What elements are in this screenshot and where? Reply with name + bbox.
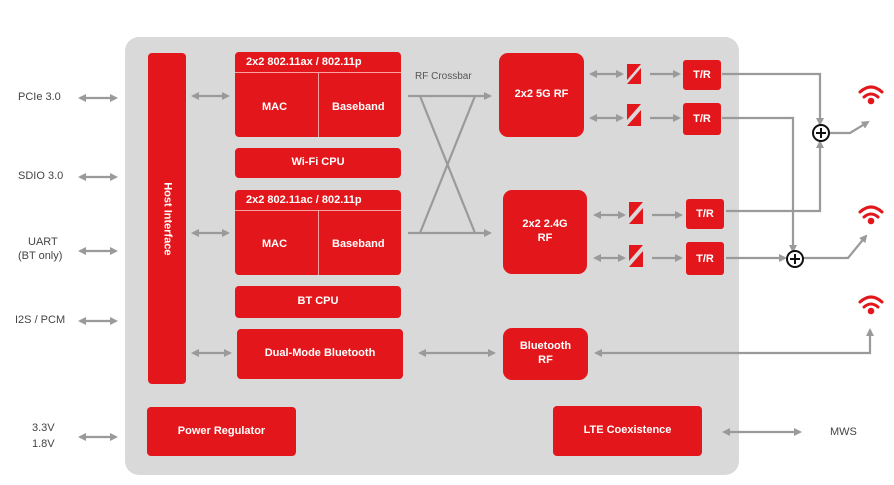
antenna-icon: [858, 85, 884, 315]
voltage-33-label: 3.3V: [32, 422, 55, 434]
uart-label: UART: [28, 236, 58, 248]
bt-cpu-block: BT CPU: [235, 286, 401, 318]
sdio-label: SDIO 3.0: [18, 170, 64, 182]
wifi-ax-title: 2x2 802.11ax / 802.11p: [246, 56, 362, 68]
mac-label: MAC: [262, 238, 288, 250]
mac-label: MAC: [262, 101, 288, 113]
rf-crossbar-label: RF Crossbar: [415, 71, 472, 82]
rf-5g-block: 2x2 5G RF: [499, 53, 584, 137]
baseband-label: Baseband: [332, 101, 385, 113]
amplifier-icon: [627, 64, 643, 267]
bluetooth-rf-block: Bluetooth RF: [503, 328, 588, 380]
i2s-label: I2S / PCM: [15, 314, 66, 326]
rf-24g-label: 2x2 2.4G: [522, 218, 568, 231]
wifi-cpu-block: Wi-Fi CPU: [235, 148, 401, 178]
host-interface-block: Host Interface: [148, 53, 186, 384]
dual-mode-bluetooth-block: Dual-Mode Bluetooth: [237, 329, 403, 379]
host-interface-label: Host Interface: [161, 181, 174, 256]
pcie-label: PCIe 3.0: [18, 91, 61, 103]
voltage-18-label: 1.8V: [32, 438, 55, 450]
bluetooth-rf-sub-label: RF: [538, 354, 553, 366]
lte-coexistence-block: LTE Coexistence: [553, 406, 702, 456]
divider: [318, 210, 319, 275]
baseband-label: Baseband: [332, 238, 385, 250]
uart-note: (BT only): [18, 250, 63, 262]
chip-boundary: [125, 37, 739, 475]
mws-label: MWS: [830, 426, 857, 438]
divider: [318, 72, 319, 137]
tr-switch-4: T/R: [686, 242, 724, 275]
bluetooth-rf-label: Bluetooth: [519, 340, 572, 353]
tr-switch-2: T/R: [683, 103, 721, 135]
tr-switch-3: T/R: [686, 199, 724, 229]
tr-switch-1: T/R: [683, 60, 721, 90]
rf-24g-block: 2x2 2.4G RF: [503, 190, 587, 274]
wifi-ac-title: 2x2 802.11ac / 802.11p: [246, 194, 362, 206]
rf-24g-sub-label: RF: [537, 232, 553, 244]
combiner-icon: [786, 124, 830, 268]
power-regulator-block: Power Regulator: [147, 407, 296, 456]
